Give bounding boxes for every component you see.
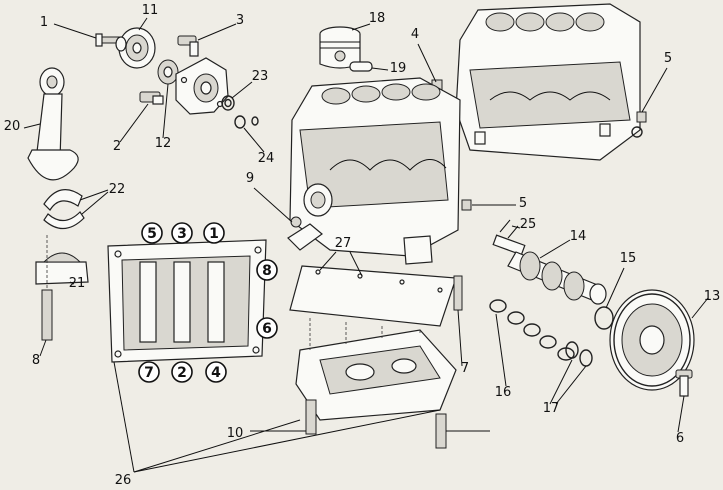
- tightening-sequence: 5 3 1 8 6 7 2 4: [138, 222, 278, 383]
- callout-12: 12: [155, 136, 172, 151]
- crankshaft-part-14: [492, 234, 607, 305]
- callout-11: 11: [142, 3, 159, 18]
- cylinder-block-front-view: [289, 77, 461, 265]
- sequence-step-7: 7: [138, 361, 160, 383]
- bedplate-frame: [107, 239, 267, 363]
- bolt-part-10: [305, 399, 317, 435]
- svg-text:4: 4: [211, 365, 221, 381]
- callout-2: 2: [113, 139, 121, 154]
- sequence-step-6: 6: [256, 317, 278, 339]
- bracket-part-9: [287, 216, 323, 251]
- callout-10: 10: [227, 426, 244, 441]
- seal-part-23: [221, 95, 235, 111]
- rod-cap-part-21: [35, 252, 89, 285]
- sequence-step-3: 3: [171, 222, 193, 244]
- callout-23: 23: [252, 69, 269, 84]
- piston-part-18: [319, 26, 361, 69]
- cylinder-block-rear-view: [455, 3, 641, 161]
- bolt-part-3: [177, 35, 199, 57]
- thrust-washers-part-17: [565, 341, 593, 367]
- gasket-part-27: [289, 265, 457, 327]
- callout-6: 6: [676, 431, 684, 446]
- callout-5: 5: [664, 51, 672, 66]
- callout-27: 27: [335, 236, 352, 251]
- callout-4: 4: [411, 27, 419, 42]
- leader-lines: [23, 17, 709, 473]
- oil-pan-assembly: [295, 318, 457, 421]
- svg-text:6: 6: [262, 321, 272, 337]
- svg-text:3: 3: [177, 226, 187, 242]
- svg-text:5: 5: [147, 226, 157, 242]
- callout-13: 13: [704, 289, 721, 304]
- callout-1: 1: [40, 15, 48, 30]
- callout-22: 22: [109, 182, 126, 197]
- callout-19: 19: [390, 61, 407, 76]
- callout-25: 25: [520, 217, 537, 232]
- seal-part-24: [234, 115, 259, 129]
- plug-part-5-lower: [461, 199, 472, 211]
- callout-26: 26: [115, 473, 132, 488]
- bearing-shells-part-22: [43, 189, 85, 230]
- svg-text:1: 1: [209, 226, 219, 242]
- svg-text:8: 8: [262, 263, 272, 279]
- sequence-step-5: 5: [141, 222, 163, 244]
- plug-part-5-upper: [631, 111, 647, 138]
- callout-21: 21: [69, 276, 86, 291]
- bolt-part-7: [453, 275, 463, 311]
- sequence-step-1: 1: [203, 222, 225, 244]
- callout-20: 20: [4, 119, 21, 134]
- callout-3: 3: [236, 13, 244, 28]
- seal-part-15: [594, 306, 614, 330]
- oil-pump-housing: [175, 57, 229, 115]
- callout-14: 14: [570, 229, 587, 244]
- callout-7: 7: [461, 361, 469, 376]
- rod-bolt-part-8: [41, 235, 53, 341]
- callout-24: 24: [258, 151, 275, 166]
- sprocket-part-12: [157, 59, 179, 85]
- pins-part-25: [499, 219, 519, 239]
- sequence-step-2: 2: [171, 361, 193, 383]
- piston-pin-part-19: [349, 61, 373, 72]
- callout-5: 5: [519, 196, 527, 211]
- svg-text:7: 7: [144, 365, 154, 381]
- bolt-part-2: [139, 91, 164, 105]
- callout-15: 15: [620, 251, 637, 266]
- callout-8: 8: [32, 353, 40, 368]
- flywheel-part-13: [609, 289, 695, 391]
- callout-18: 18: [369, 11, 386, 26]
- bolt-lower-center: [435, 413, 447, 449]
- pulley-part-11: [115, 27, 156, 69]
- main-bearings-part-16: [489, 299, 575, 361]
- callout-9: 9: [246, 171, 254, 186]
- callout-16: 16: [495, 385, 512, 400]
- connecting-rod-part-20: [27, 67, 79, 181]
- bolt-part-6: [675, 369, 693, 397]
- svg-text:2: 2: [177, 365, 187, 381]
- sequence-step-8: 8: [256, 259, 278, 281]
- sequence-step-4: 4: [205, 361, 227, 383]
- callout-17: 17: [543, 401, 560, 416]
